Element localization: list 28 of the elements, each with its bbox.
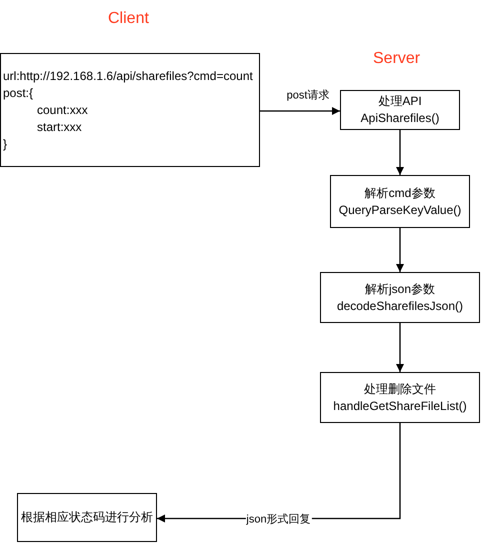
- process-box: [320, 372, 480, 423]
- code-line: }: [3, 136, 8, 152]
- box-text: handleGetShareFileList(): [333, 398, 467, 414]
- code-line: post:{: [3, 84, 34, 102]
- process-box: [17, 493, 157, 542]
- box-text: 根据相应状态码进行分析: [21, 509, 153, 526]
- box-text: ApiSharefiles(): [360, 110, 440, 127]
- process-box: [340, 90, 460, 130]
- box-text: 解析cmd参数: [364, 184, 436, 202]
- request-box: [0, 53, 260, 167]
- arrow: [260, 107, 340, 115]
- arrow: [396, 130, 404, 175]
- box-text: QueryParseKeyValue(): [338, 202, 462, 218]
- section-label: Server: [373, 50, 420, 68]
- arrow: [396, 228, 404, 272]
- code-line: count:xxx: [36, 102, 88, 118]
- code-line: start:xxx: [36, 118, 82, 136]
- box-text: 解析json参数: [364, 280, 435, 298]
- section-label: Client: [108, 10, 149, 28]
- box-text: decodeSharefilesJson(): [336, 298, 464, 314]
- edge-label: json形式回复: [245, 511, 312, 526]
- process-box: [320, 272, 480, 323]
- arrow: [396, 323, 404, 372]
- process-box: [330, 175, 470, 228]
- box-text: 处理删除文件: [364, 380, 436, 398]
- edge-label: post请求: [286, 88, 330, 102]
- box-text: 处理API: [378, 93, 422, 110]
- code-line: url:http://192.168.1.6/api/sharefiles?cmd=count: [3, 68, 253, 84]
